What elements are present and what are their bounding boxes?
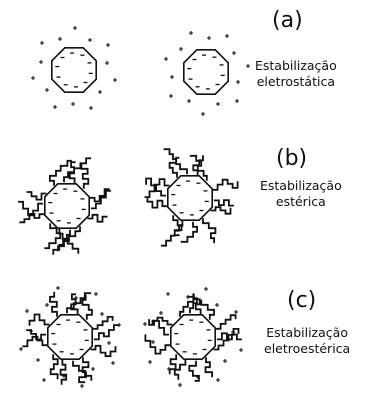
counter-ion (105, 61, 109, 65)
counter-ion (91, 367, 95, 371)
counter-ion (170, 75, 174, 79)
counter-ion (45, 303, 49, 307)
counter-ion (235, 99, 239, 103)
counter-ion (42, 378, 46, 382)
panel-electrosteric (19, 286, 243, 388)
counter-ion (53, 105, 57, 109)
counter-ion (98, 90, 102, 94)
polymer-chain (145, 293, 242, 381)
polymer-chain (145, 149, 238, 246)
counter-ion (236, 80, 240, 84)
counter-ion (179, 47, 183, 51)
polymer-chain (22, 292, 119, 385)
counter-ion (204, 287, 208, 291)
counter-ion (143, 322, 147, 326)
panel-steric (18, 149, 238, 255)
particle (143, 287, 243, 387)
counter-ion (111, 361, 115, 365)
counter-ion (186, 295, 190, 299)
counter-ion (31, 76, 35, 80)
counter-ion (189, 31, 193, 35)
panel-b-label: Estabilização estérica (260, 178, 342, 210)
counter-ion (216, 102, 220, 106)
panel-c-label-line2: eletroestérica (264, 341, 350, 357)
particle-core (168, 176, 212, 220)
counter-ion (151, 340, 155, 344)
panel-c-label: Estabilização eletroestérica (264, 325, 350, 357)
panel-electrostatic (31, 26, 250, 116)
counter-ion (39, 60, 43, 64)
counter-ion (100, 312, 104, 316)
counter-ion (201, 112, 205, 116)
counter-ion (223, 359, 227, 363)
panel-a-label-line1: Estabilização (255, 58, 337, 74)
counter-ion (80, 384, 84, 388)
counter-ion (234, 310, 238, 314)
counter-ion (232, 51, 236, 55)
counter-ion (207, 36, 211, 40)
counter-ion (36, 358, 40, 362)
panel-a-label-line2: eletrostática (255, 74, 337, 90)
counter-ion (148, 360, 152, 364)
panel-b-label-line1: Estabilização (260, 178, 342, 194)
panel-c-label-line1: Estabilização (264, 325, 350, 341)
counter-ion (25, 309, 29, 313)
counter-ion (117, 323, 121, 327)
particle-core (48, 315, 92, 359)
counter-ion (215, 303, 219, 307)
counter-ion (246, 64, 250, 68)
polymer-chain (18, 158, 111, 255)
counter-ion (106, 43, 110, 47)
panel-a-letter: (a) (272, 8, 303, 33)
particle (19, 286, 121, 388)
counter-ion (88, 38, 92, 42)
particle-core (52, 48, 96, 92)
particle-core (45, 184, 89, 228)
counter-ion (159, 311, 163, 315)
counter-ion (169, 94, 173, 98)
counter-ion (56, 286, 60, 290)
counter-ion (40, 41, 44, 45)
counter-ion (45, 88, 49, 92)
counter-ion (225, 34, 229, 38)
counter-ion (239, 348, 243, 352)
counter-ion (166, 292, 170, 296)
counter-ion (187, 99, 191, 103)
particle-core (184, 50, 228, 94)
panel-c-letter: (c) (287, 288, 316, 313)
counter-ion (216, 378, 220, 382)
particle (164, 31, 250, 116)
counter-ion (113, 78, 117, 82)
particle (18, 158, 111, 255)
panel-b-letter: (b) (276, 146, 307, 171)
counter-ion (89, 106, 93, 110)
particle-core (171, 315, 215, 359)
counter-ion (178, 383, 182, 387)
panel-b-label-line2: estérica (260, 194, 342, 210)
counter-ion (107, 341, 111, 345)
counter-ion (73, 26, 77, 30)
panel-a-label: Estabilização eletrostática (255, 58, 337, 90)
counter-ion (94, 292, 98, 296)
counter-ion (164, 57, 168, 61)
counter-ion (19, 347, 23, 351)
particle (31, 26, 117, 110)
counter-ion (71, 102, 75, 106)
counter-ion (58, 37, 62, 41)
particle (145, 149, 238, 246)
